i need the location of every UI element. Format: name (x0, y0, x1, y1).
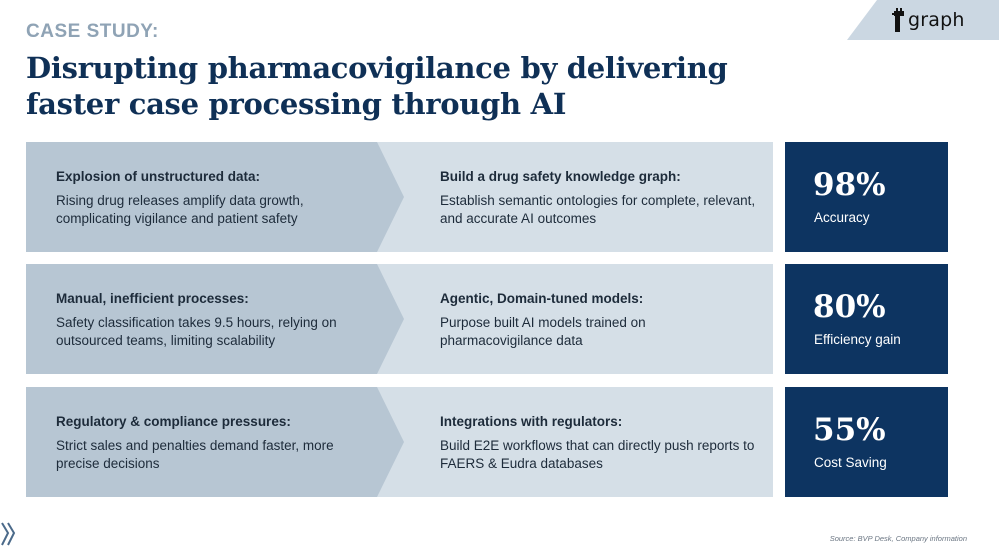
brand-mark-icon (1, 522, 16, 546)
solution-cell: Build a drug safety knowledge graph: Est… (377, 142, 773, 252)
company-logo: graph (890, 7, 965, 33)
stat-card: 55% Cost Saving (785, 387, 948, 497)
problem-heading: Explosion of unstructured data: (56, 169, 261, 184)
problem-body: Strict sales and penalties demand faster… (56, 438, 334, 471)
case-row-3: Regulatory & compliance pressures: Stric… (26, 387, 948, 497)
problem-body: Safety classification takes 9.5 hours, r… (56, 315, 337, 348)
solution-heading: Integrations with regulators: (440, 414, 623, 429)
stat-value: 98% (813, 167, 886, 203)
solution-heading: Build a drug safety knowledge graph: (440, 169, 681, 184)
problem-heading: Manual, inefficient processes: (56, 291, 249, 306)
problem-cell: Manual, inefficient processes: Safety cl… (26, 264, 404, 374)
stat-label: Cost Saving (814, 455, 887, 470)
case-row-1: Explosion of unstructured data: Rising d… (26, 142, 948, 252)
stat-card: 98% Accuracy (785, 142, 948, 252)
page-title: Disrupting pharmacovigilance by deliveri… (26, 51, 728, 121)
solution-cell: Agentic, Domain-tuned models: Purpose bu… (377, 264, 773, 374)
eyebrow-label: CASE STUDY: (26, 21, 159, 42)
solution-body: Establish semantic ontologies for comple… (440, 193, 756, 226)
source-note: Source: BVP Desk, Company information (829, 534, 967, 543)
logo-wordmark: graph (908, 9, 965, 31)
problem-body: Rising drug releases amplify data growth… (56, 193, 304, 226)
stat-value: 80% (813, 289, 886, 325)
logo-tab (847, 0, 999, 40)
problem-heading: Regulatory & compliance pressures: (56, 414, 291, 429)
solution-cell: Integrations with regulators: Build E2E … (377, 387, 773, 497)
solution-body: Build E2E workflows that can directly pu… (440, 438, 755, 471)
problem-cell: Explosion of unstructured data: Rising d… (26, 142, 404, 252)
stat-label: Efficiency gain (814, 332, 901, 347)
giraffe-icon (892, 8, 904, 32)
solution-heading: Agentic, Domain-tuned models: (440, 291, 644, 306)
case-row-2: Manual, inefficient processes: Safety cl… (26, 264, 948, 374)
stat-card: 80% Efficiency gain (785, 264, 948, 374)
stat-label: Accuracy (814, 210, 870, 225)
solution-body: Purpose built AI models trained on pharm… (440, 315, 646, 348)
problem-cell: Regulatory & compliance pressures: Stric… (26, 387, 404, 497)
stat-value: 55% (813, 412, 886, 448)
